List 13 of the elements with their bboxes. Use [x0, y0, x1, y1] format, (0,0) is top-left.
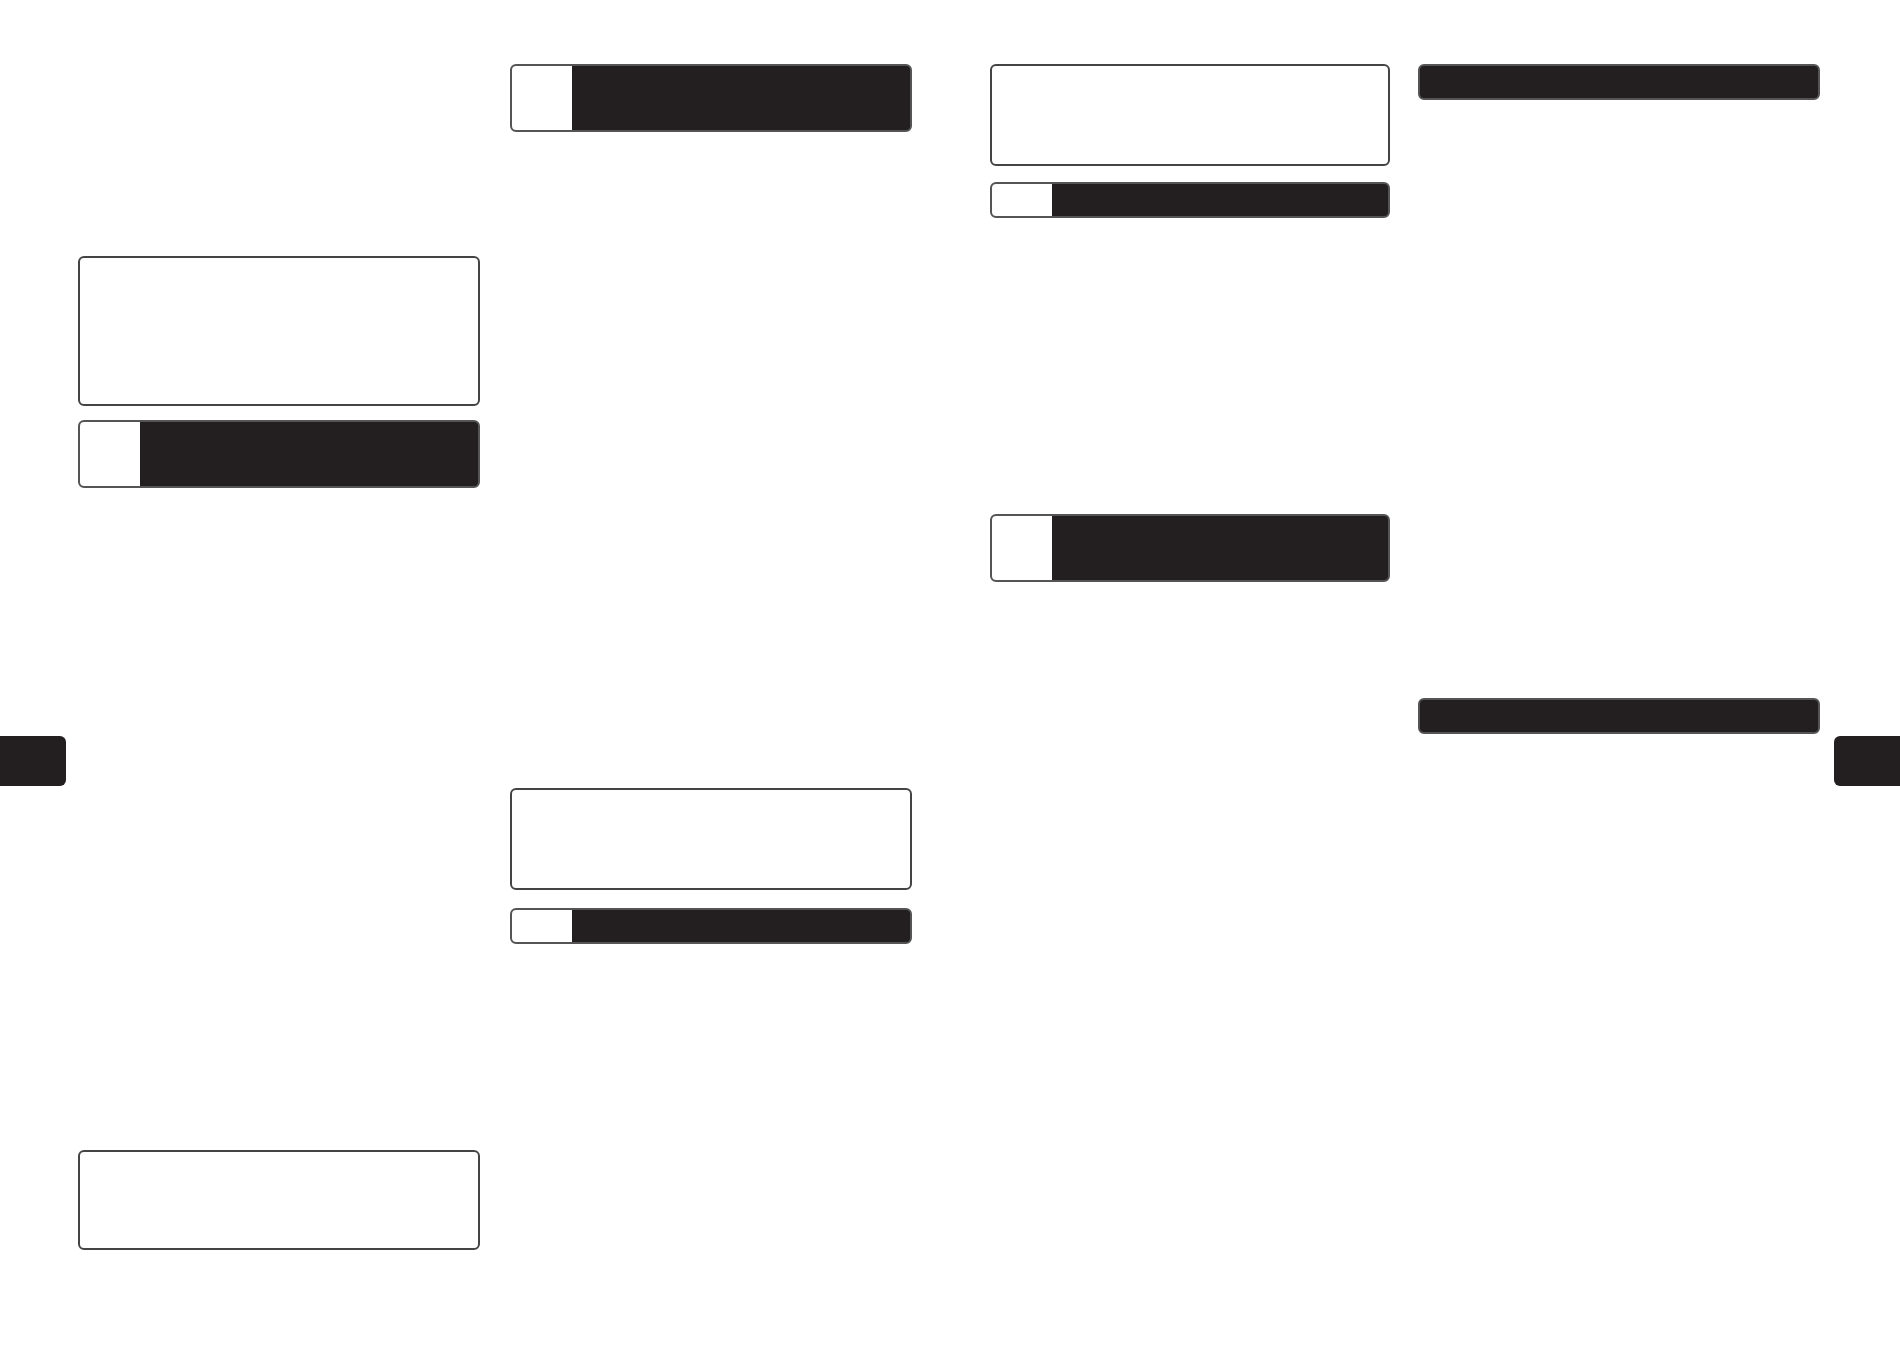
page-tab — [1834, 736, 1900, 786]
header-bar — [1418, 64, 1820, 100]
outlined-panel — [78, 256, 480, 406]
outlined-panel — [78, 1150, 480, 1250]
header-bar — [510, 908, 912, 944]
outlined-panel — [510, 788, 912, 890]
header-bar — [1418, 698, 1820, 734]
outlined-panel — [990, 64, 1390, 166]
header-bar — [990, 182, 1390, 218]
header-bar — [990, 514, 1390, 582]
header-bar — [510, 64, 912, 132]
header-bar — [78, 420, 480, 488]
page-tab — [0, 736, 66, 786]
